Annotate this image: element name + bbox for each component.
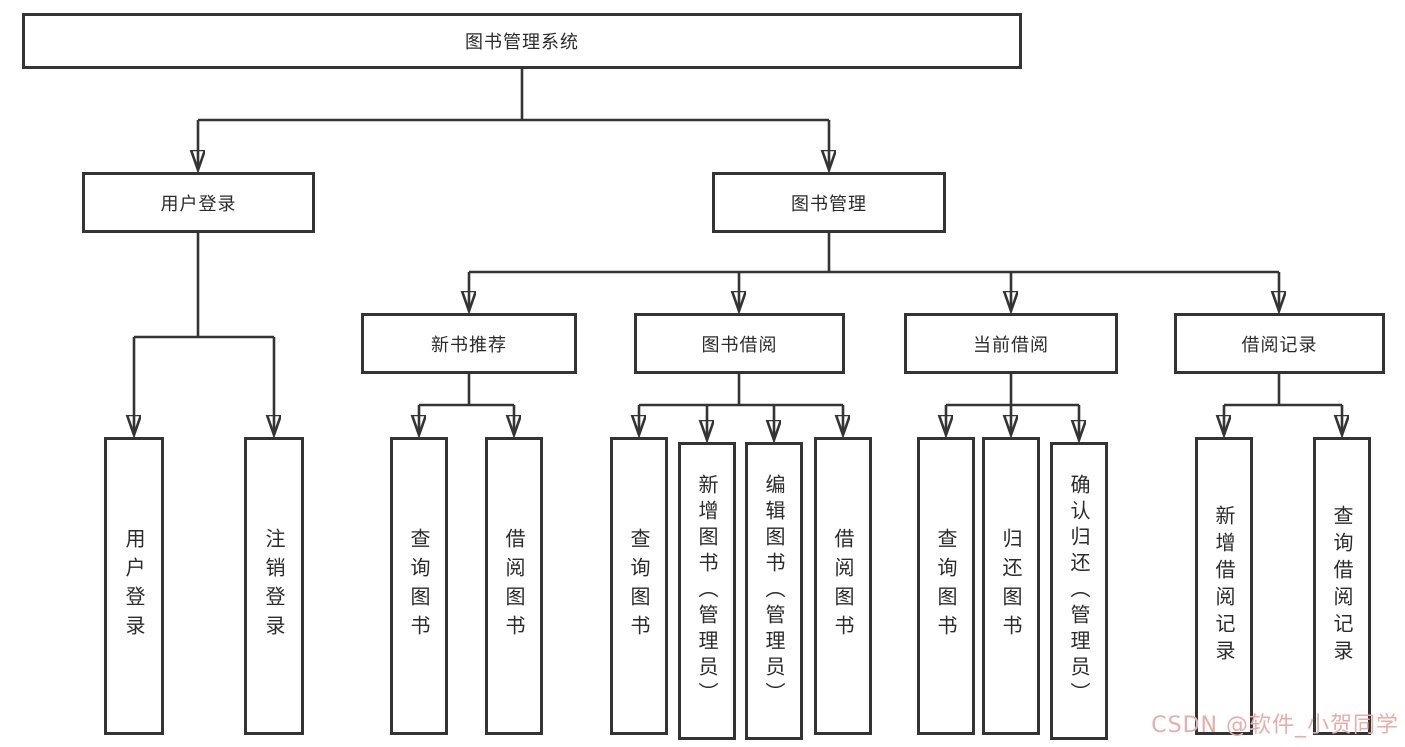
leaf-confirm-return-admin: 确认归还（管理员） (1050, 442, 1108, 740)
rail-bookmgmt-to-level3 (469, 233, 1279, 274)
leaf-query-books-borrowing: 查询图书 (610, 437, 668, 735)
leaf-add-borrow-record: 新增借阅记录 (1195, 437, 1253, 735)
leaf-query-books-recommend: 查询图书 (390, 437, 448, 735)
rail-currentborrow-to-leaves (946, 374, 1079, 407)
leaf-query-borrow-record: 查询借阅记录 (1313, 437, 1371, 735)
node-borrowing-records: 借阅记录 (1174, 313, 1385, 374)
leaf-borrow-books-recommend: 借阅图书 (485, 437, 543, 735)
rail-bookborrow-to-leaves (639, 374, 843, 407)
node-new-book-recommend: 新书推荐 (361, 313, 577, 374)
leaf-query-books-current: 查询图书 (917, 437, 975, 735)
node-book-management: 图书管理 (712, 172, 946, 233)
rail-newbooks-to-leaves (419, 374, 514, 407)
node-current-borrowing: 当前借阅 (904, 313, 1118, 374)
leaf-user-login: 用户登录 (104, 437, 164, 735)
rail-records-to-leaves (1224, 374, 1342, 407)
rail-root-to-level2 (198, 69, 829, 122)
leaf-add-book-admin: 新增图书（管理员） (678, 442, 736, 740)
leaf-edit-book-admin: 编辑图书（管理员） (745, 442, 803, 740)
node-user-login: 用户登录 (82, 172, 315, 233)
node-book-borrowing: 图书借阅 (634, 313, 845, 374)
node-library-system: 图书管理系统 (22, 13, 1022, 69)
rail-userlogin-to-leaves (134, 233, 274, 339)
leaf-logout: 注销登录 (244, 437, 304, 735)
leaf-return-book: 归还图书 (982, 437, 1040, 735)
leaf-borrow-books-borrowing: 借阅图书 (814, 437, 872, 735)
